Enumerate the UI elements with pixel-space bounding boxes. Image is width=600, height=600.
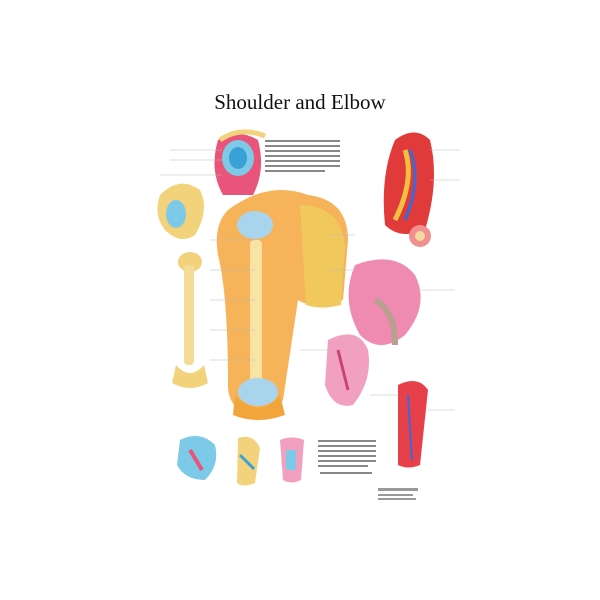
- forearm-illustration: [398, 381, 428, 468]
- shoulder-joint-section-illustration: [214, 129, 266, 195]
- humerus-illustration: [172, 252, 208, 388]
- elbow-joint-views: [177, 436, 304, 486]
- description-text-block-top: [265, 140, 340, 172]
- scapula-illustration: [157, 183, 204, 239]
- elbow-muscles-illustration: [325, 334, 369, 406]
- poster-title: Shoulder and Elbow: [214, 90, 386, 114]
- label-leader-lines: [160, 149, 460, 411]
- cross-section-illustration: [409, 225, 431, 247]
- deltoid-section-illustration: [383, 132, 434, 234]
- publisher-mark: [378, 488, 418, 500]
- rotator-cuff-illustration: [348, 259, 421, 346]
- description-text-block-bottom: [318, 440, 376, 474]
- arm-anterior-view-illustration: [216, 190, 348, 420]
